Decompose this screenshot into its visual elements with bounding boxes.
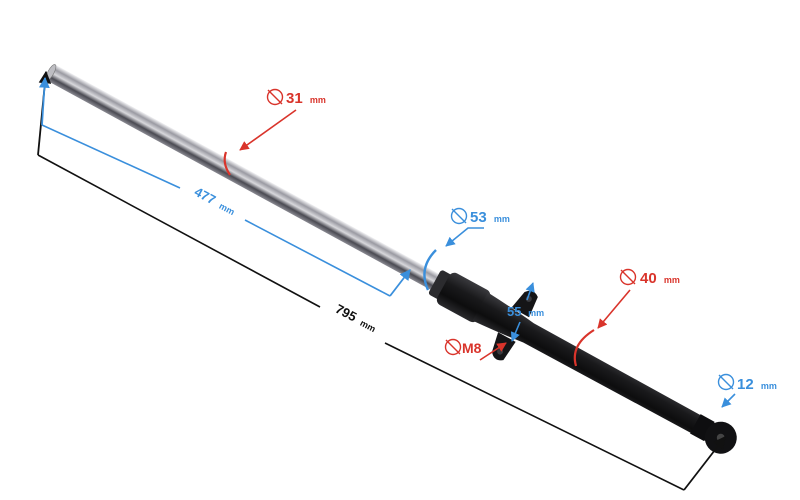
tube-diameter-callout: 31 mm (223, 88, 326, 176)
lower-leg-diameter-value: 40 (640, 270, 657, 287)
lower-leg-body (472, 292, 729, 447)
collar-diameter-value: 53 (470, 209, 487, 226)
seal-collar (428, 270, 491, 323)
svg-text:12 mm: 12 mm (737, 376, 777, 393)
overall-length-unit: mm (358, 318, 377, 334)
lower-leg-diameter-callout: 40 mm (573, 268, 680, 367)
tube-diameter-value: 31 (286, 90, 303, 107)
axle-bore-value: 12 (737, 376, 754, 393)
svg-text:477 mm: 477 mm (192, 184, 238, 218)
collar-diameter-callout: 53 mm (423, 207, 510, 291)
svg-text:40 mm: 40 mm (640, 270, 680, 287)
tube-length-unit: mm (217, 201, 236, 217)
fork-leg-product (45, 64, 737, 454)
mount-spacing-callout: 55 mm (507, 282, 544, 342)
bolt-thread-callout: M8 (444, 338, 507, 361)
lower-leg-diameter-unit: mm (664, 275, 680, 285)
bolt-thread-value: M8 (462, 340, 482, 356)
diameter-symbol-icon (450, 207, 468, 225)
chrome-stanchion (45, 64, 443, 292)
tube-length-value: 477 (192, 184, 218, 207)
diameter-symbol-icon (619, 268, 637, 286)
svg-text:53 mm: 53 mm (470, 209, 510, 226)
mount-spacing-unit: mm (528, 308, 544, 318)
diameter-symbol-icon (266, 88, 284, 106)
tube-diameter-unit: mm (310, 95, 326, 105)
axle-bore-unit: mm (761, 381, 777, 391)
mount-spacing-value: 55 (507, 304, 521, 319)
collar-diameter-unit: mm (494, 214, 510, 224)
svg-text:31 mm: 31 mm (286, 90, 326, 107)
svg-text:55 mm: 55 mm (507, 304, 544, 319)
diameter-symbol-icon (717, 373, 735, 391)
svg-text:795 mm: 795 mm (333, 301, 379, 335)
overall-length-value: 795 (333, 301, 359, 324)
diameter-symbol-icon (444, 338, 462, 356)
axle-bore-callout: 12 mm (717, 373, 777, 408)
